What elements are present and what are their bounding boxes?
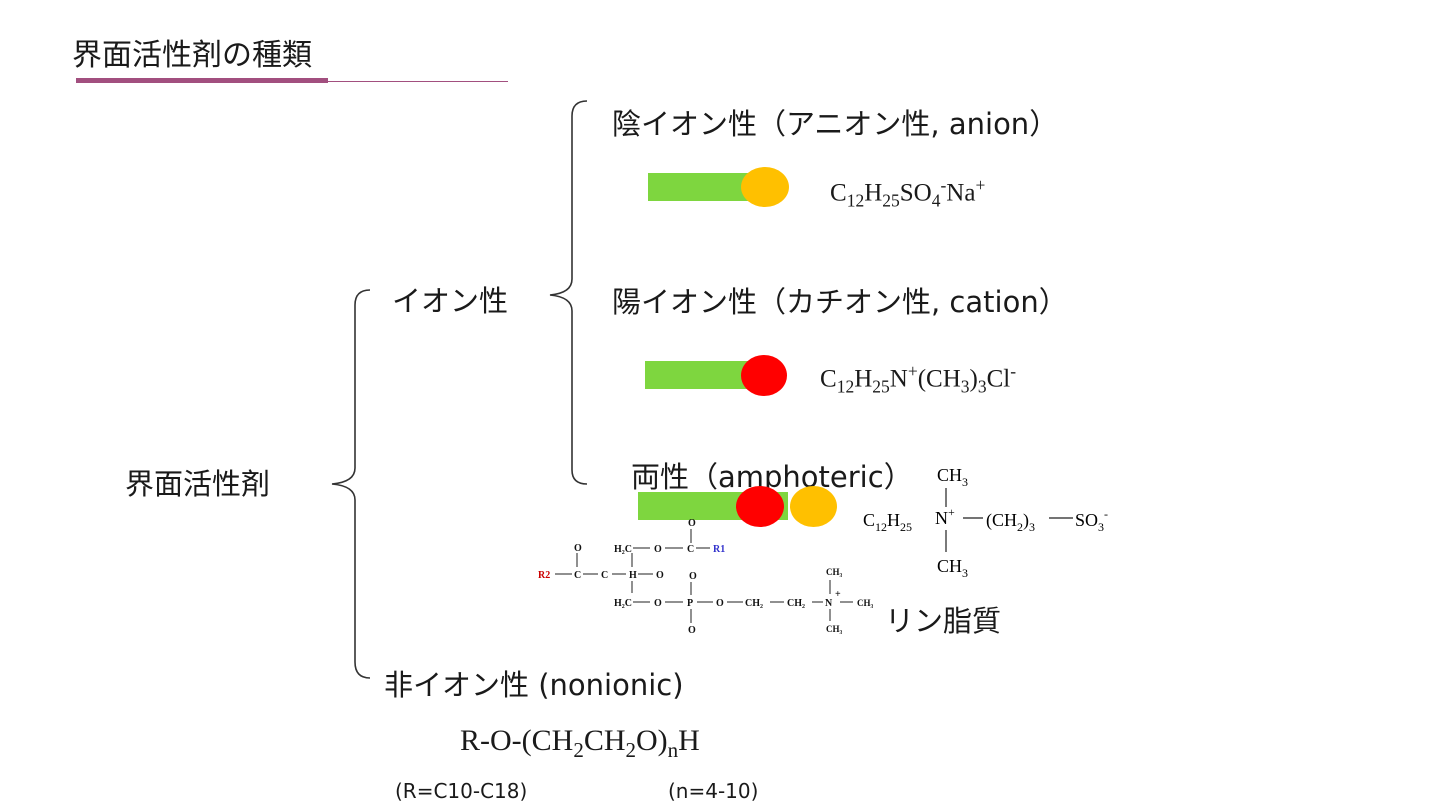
ionic-label: イオン性: [392, 284, 509, 318]
left-chain: C12H25: [863, 510, 912, 534]
atom-c-3: H: [629, 570, 637, 581]
amphoteric-anion-head: [790, 486, 837, 527]
top-methyl: CH3: [937, 465, 968, 489]
atom-ch2-top: H₂C: [614, 544, 632, 555]
atom-c-2: C: [574, 570, 581, 581]
phospholipid-label: リン脂質: [885, 604, 1002, 638]
r-range: (R=C10-C18): [395, 779, 528, 803]
atom-ch3-bottom: CH₃: [826, 624, 843, 634]
inner-bracket: [549, 100, 588, 485]
atom-p: P: [687, 598, 693, 609]
n-range: (n=4-10): [668, 779, 759, 803]
sulfonate: SO3-: [1075, 507, 1108, 534]
atom-c-1: C: [687, 544, 694, 555]
atom-ch2-bottom: H₂C: [614, 598, 632, 609]
slide-title: 界面活性剤の種類: [72, 38, 312, 73]
atom-ch3-top: CH₃: [826, 567, 843, 577]
nonionic-label: 非イオン性 (nonionic): [384, 668, 684, 702]
phospholipid-structure: O H₂C O C R1 R2 C O C H O O H₂C O P O CH…: [538, 518, 874, 636]
amphoteric-formula: CH3 C12H25 N+ (CH2)3 SO3- CH3: [863, 465, 1108, 580]
anionic-tail: [648, 173, 748, 201]
anionic-label: 陰イオン性（アニオン性, anion）: [612, 107, 1059, 141]
atom-n-plus: +: [835, 589, 841, 600]
atom-h: O: [656, 570, 664, 581]
atom-ch2-1: CH₂: [745, 598, 763, 609]
cationic-head: [741, 355, 787, 396]
atom-r1: R1: [713, 544, 725, 555]
atom-o-1: O: [654, 544, 662, 555]
atom-phosphate-o-minus: O: [689, 571, 697, 582]
atom-ch2-2: CH₂: [787, 598, 805, 609]
anionic-head: [741, 167, 789, 207]
nonionic-formula: R-O-(CH2CH2O)nH: [460, 724, 700, 762]
anionic-formula: C12H25SO4-Na+: [830, 175, 986, 211]
title-underline-accent: [76, 78, 328, 83]
atom-o-3: O: [654, 598, 662, 609]
cationic-tail: [645, 361, 750, 389]
middle-chain: (CH2)3: [986, 510, 1035, 534]
atom-carbonyl-o-top: O: [688, 518, 696, 529]
nitrogen: N+: [935, 505, 955, 528]
atom-n: N: [825, 598, 833, 609]
cationic-formula: C12H25N+(CH3)3Cl-: [820, 361, 1017, 397]
atom-o-4: O: [716, 598, 724, 609]
atom-carbonyl-o-left: O: [574, 543, 582, 554]
atom-ch3-right: CH₃: [857, 598, 874, 608]
outer-bracket: [331, 289, 371, 679]
atom-o-2: C: [601, 570, 608, 581]
atom-r2: R2: [538, 570, 550, 581]
cationic-label: 陽イオン性（カチオン性, cation）: [612, 285, 1068, 319]
amphoteric-cation-head: [736, 486, 784, 527]
bottom-methyl: CH3: [937, 556, 968, 580]
atom-phosphate-o-bottom: O: [688, 625, 696, 636]
root-label: 界面活性剤: [125, 467, 271, 501]
